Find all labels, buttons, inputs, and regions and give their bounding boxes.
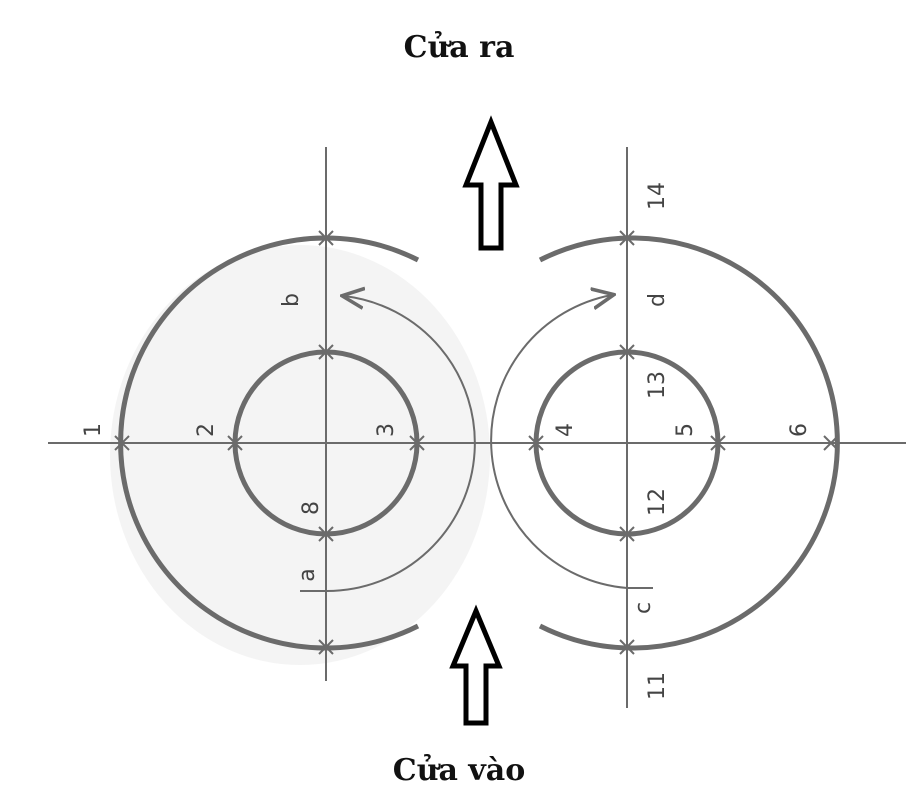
label-c: c (631, 602, 656, 614)
left-rotation-arc (300, 296, 476, 593)
label-12: 12 (645, 488, 670, 516)
shading (110, 245, 490, 665)
marker-1 (114, 435, 130, 451)
label-5: 5 (673, 423, 698, 437)
outlet-caption: Cửa ra (403, 30, 515, 65)
inlet-arrow (449, 604, 503, 726)
label-13: 13 (645, 371, 670, 399)
marker-5 (710, 435, 726, 451)
marker-14 (619, 230, 635, 246)
marker-11 (619, 639, 635, 655)
marker-bottom-left (318, 639, 334, 655)
marker-inner-top-left (318, 344, 334, 360)
label-14: 14 (645, 182, 670, 210)
label-3: 3 (374, 423, 399, 437)
label-4: 4 (553, 423, 578, 437)
right-rotation-arc (490, 295, 653, 589)
marker-3 (409, 435, 425, 451)
label-a: a (295, 568, 320, 581)
label-2: 2 (194, 423, 219, 437)
marker-13 (619, 344, 635, 360)
label-1: 1 (81, 423, 106, 437)
label-d: d (645, 293, 670, 307)
marker-6 (823, 435, 839, 451)
inlet-caption: Cửa vào (392, 753, 526, 788)
marker-4 (528, 435, 544, 451)
label-b: b (279, 293, 304, 307)
marker-b (318, 230, 334, 246)
right-casing-arc (538, 235, 840, 651)
marker-12 (619, 526, 635, 542)
label-11: 11 (645, 672, 670, 700)
marker-8 (318, 526, 334, 542)
marker-2 (227, 435, 243, 451)
label-6: 6 (787, 423, 812, 437)
label-8: 8 (299, 501, 324, 515)
outlet-arrow (462, 115, 520, 251)
